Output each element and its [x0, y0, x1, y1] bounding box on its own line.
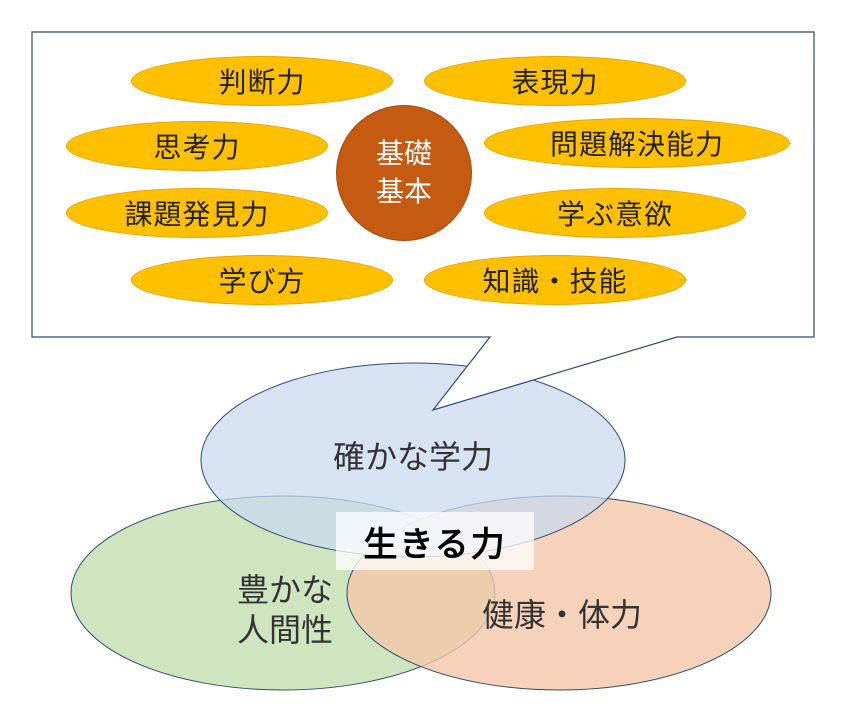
health-label: 健康・体力 — [481, 596, 642, 634]
skill-pill: 知識・技能 — [424, 255, 686, 305]
skill-pill: 課題発見力 — [66, 188, 328, 238]
skill-pill: 問題解決能力 — [484, 118, 790, 168]
center-label: 生きる力 — [336, 512, 534, 570]
humanity-label-line2: 人間性 — [236, 611, 333, 649]
core-label-line2: 基本 — [375, 175, 432, 208]
skill-pill: 判断力 — [131, 56, 393, 106]
skill-pill: 学ぶ意欲 — [484, 188, 746, 238]
humanity-label-line1: 豊かな — [236, 571, 333, 609]
academic-label: 確かな学力 — [332, 438, 493, 476]
skill-pill: 表現力 — [424, 56, 686, 106]
humanity-label: 豊かな 人間性 — [205, 570, 365, 650]
skill-pill: 学び方 — [131, 255, 393, 305]
skill-pill: 思考力 — [66, 121, 328, 171]
core-label-line1: 基礎 — [375, 137, 432, 170]
core-circle: 基礎 基本 — [336, 105, 472, 241]
